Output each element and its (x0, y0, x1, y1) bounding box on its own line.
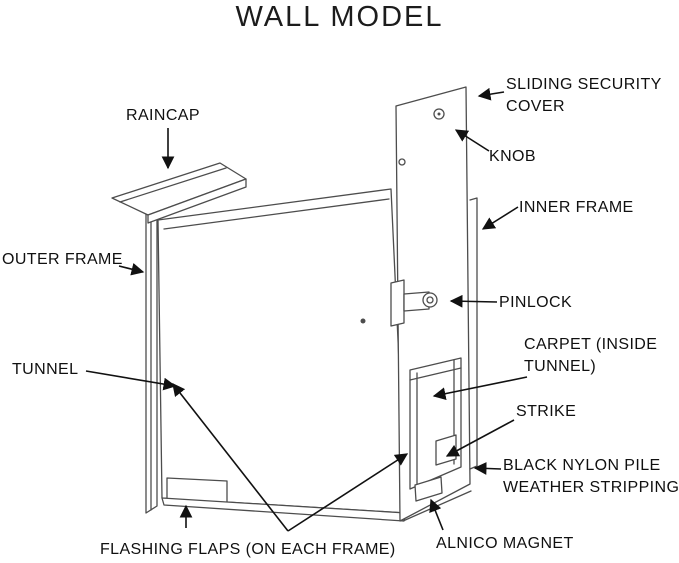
arrow-weather-stripping (473, 462, 502, 475)
pinlock-pin (426, 296, 434, 304)
tunnel-top-fold (163, 198, 390, 230)
raincap-front-lip (147, 178, 247, 224)
arrow-tunnel (85, 370, 177, 391)
arrow-carpet (432, 376, 528, 400)
strike-plate (435, 434, 457, 466)
knob-circle (433, 108, 445, 120)
arrow-alnico-magnet (429, 498, 444, 531)
label-pinlock: PINLOCK (499, 294, 573, 311)
raincap-fold-line (119, 167, 227, 203)
label-outer-frame: OUTER FRAME (2, 251, 123, 268)
inner-frame-edge (469, 197, 478, 470)
cover-hole (398, 158, 406, 166)
arrow-flashing-flap-inner (287, 453, 409, 532)
label-knob: KNOB (489, 148, 536, 165)
label-strike: STRIKE (516, 403, 577, 420)
alnico-magnet-block (414, 476, 443, 502)
tunnel-face (157, 188, 407, 514)
label-carpet: CARPET (INSIDE TUNNEL) (524, 336, 658, 375)
label-weather-stripping: BLACK NYLON PILE WEATHER STRIPPING (503, 457, 679, 496)
pinlock-plate (390, 279, 405, 327)
page-title: WALL MODEL (235, 1, 444, 33)
screw-dot (360, 318, 366, 324)
arrow-sliding-security-cover (477, 87, 505, 101)
label-alnico-magnet: ALNICO MAGNET (436, 535, 574, 552)
knob-center (437, 112, 441, 116)
mail-door-sketch (111, 86, 478, 522)
pinlock-end (422, 292, 438, 308)
arrow-knob (454, 129, 490, 152)
label-tunnel: TUNNEL (12, 361, 79, 378)
arrow-outer-frame (118, 262, 145, 276)
arrow-pinlock (449, 294, 498, 308)
carpet-line (409, 367, 462, 381)
arrow-inner-frame (481, 206, 519, 230)
label-inner-frame: INNER FRAME (519, 199, 634, 216)
label-raincap: RAINCAP (126, 107, 200, 124)
arrow-flashing-flap-outer (172, 382, 289, 532)
callout-arrows (85, 87, 528, 532)
label-flashing-flaps: FLASHING FLAPS (ON EACH FRAME) (100, 541, 396, 558)
label-sliding-security-cover: SLIDING SECURITY COVER (506, 76, 662, 115)
arrow-strike (445, 419, 515, 457)
pinlock-barrel (403, 291, 430, 312)
